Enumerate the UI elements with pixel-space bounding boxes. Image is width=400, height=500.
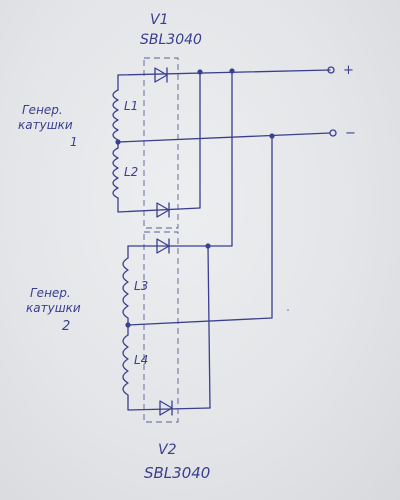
- minus-rail-wire: [117, 132, 331, 143]
- coil-l2: [112, 147, 119, 199]
- coil-l3-label: L3: [134, 279, 148, 293]
- group2-label-line1: Генер.: [30, 286, 71, 300]
- wire: [207, 245, 211, 409]
- terminal-plus-circle: [327, 66, 335, 74]
- terminal-minus-circle: [329, 129, 337, 137]
- group1-label-line3: 1: [70, 135, 78, 149]
- group2-label-line2: катушки: [26, 301, 81, 315]
- v1-ref-label: V1: [150, 12, 168, 28]
- diode-v1b: [156, 202, 170, 218]
- group1-label-line1: Генер.: [22, 103, 63, 117]
- junction-dot: [269, 133, 275, 139]
- coil-l1: [112, 89, 119, 143]
- junction-dot: [125, 322, 131, 328]
- terminal-plus-label: +: [343, 63, 354, 78]
- junction-dot: [229, 68, 235, 74]
- terminal-minus-label: −: [345, 126, 356, 141]
- coil-l4-label: L4: [134, 353, 148, 367]
- v2-package-outline: [143, 231, 179, 423]
- v2-part-label: SBL3040: [144, 464, 210, 482]
- wire: [127, 135, 273, 326]
- v1-package-outline: [143, 57, 179, 229]
- plus-rail-wire: [117, 69, 331, 76]
- wire: [127, 70, 233, 247]
- diode-v1a: [154, 67, 168, 83]
- diode-v2b: [159, 400, 173, 416]
- junction-dot: [205, 243, 211, 249]
- coil-l4: [122, 334, 129, 401]
- coil-l1-label: L1: [124, 99, 138, 113]
- coil-l3: [122, 257, 129, 326]
- wire: [127, 399, 211, 411]
- v2-ref-label: V2: [158, 442, 177, 458]
- group1-label-line2: катушки: [18, 118, 73, 132]
- coil-l2-label: L2: [124, 165, 138, 179]
- junction-dot: [197, 69, 203, 75]
- wire: [117, 197, 201, 213]
- v1-part-label: SBL3040: [140, 32, 202, 48]
- junction-dot: [115, 139, 121, 145]
- group2-label-line3: 2: [62, 319, 70, 334]
- diode-v2a: [156, 238, 170, 254]
